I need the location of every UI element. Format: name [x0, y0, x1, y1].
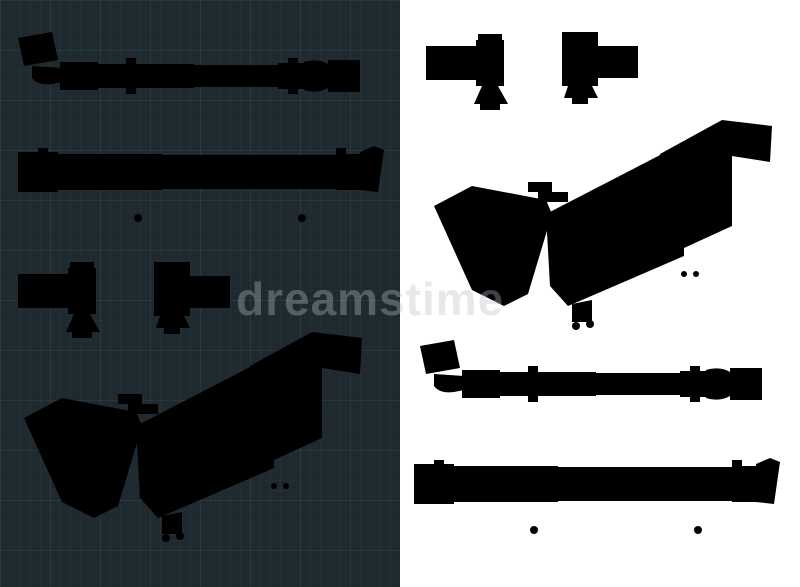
dark-blueprint-panel [0, 0, 400, 587]
light-drawing-panel [400, 0, 800, 587]
